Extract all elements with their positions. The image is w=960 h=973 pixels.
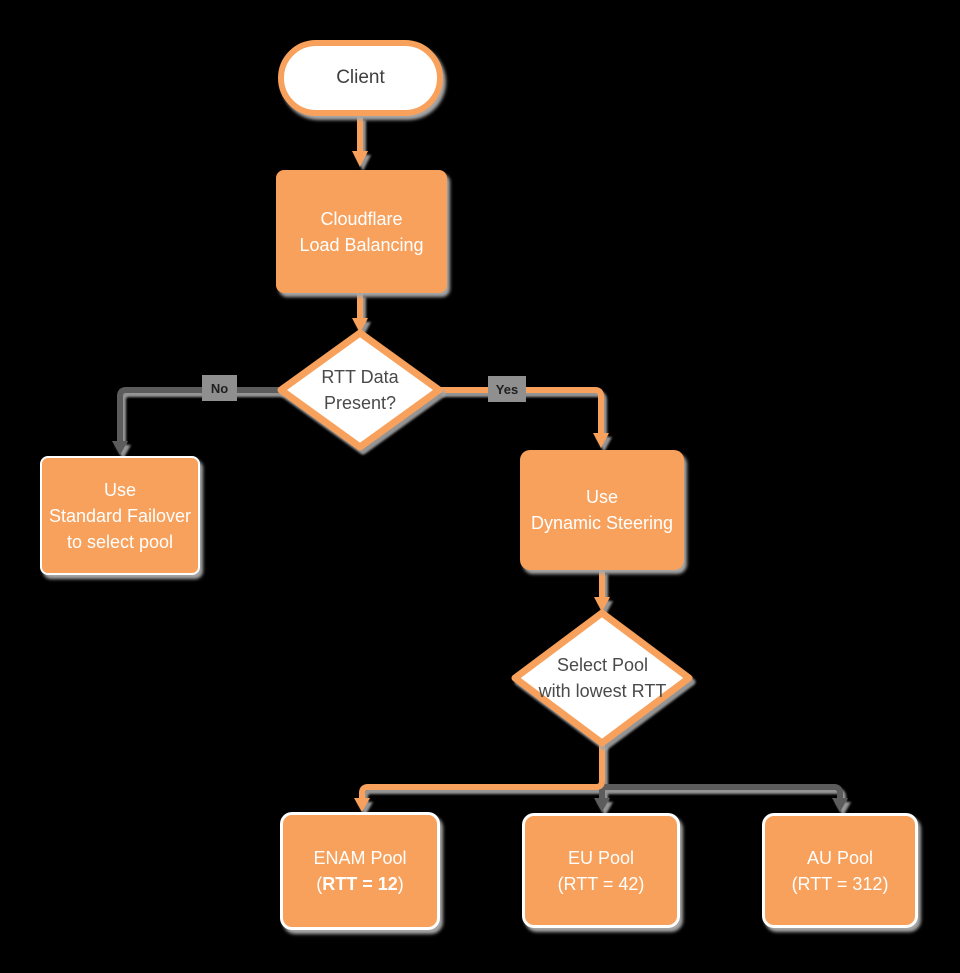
edge-no-arrowhead-icon [112, 441, 128, 455]
enam-rtt-close-paren: ) [397, 874, 404, 894]
decision-rtt-shape [277, 329, 443, 451]
edge-label-no-text: No [210, 380, 229, 396]
au-pool-label: AU Pool (RTT = 312) [792, 845, 889, 897]
eu-pool-rtt: (RTT = 42) [557, 873, 645, 894]
edge-yes-path [439, 387, 604, 433]
node-eu-pool: EU Pool (RTT = 42) [522, 813, 680, 928]
dynamic-steering-label: Use Dynamic Steering [530, 487, 674, 533]
client-label: Client [336, 67, 385, 88]
node-enam-pool: ENAM Pool (RTT = 12) [280, 812, 440, 930]
edge-no-path [117, 387, 281, 441]
select-pool-text: Select Pool with lowest RTT [538, 655, 667, 701]
edge-au-arrowhead-icon [832, 798, 848, 812]
edge-label-yes-badge: Yes [488, 376, 526, 402]
node-au-pool: AU Pool (RTT = 312) [762, 813, 918, 928]
enam-pool-name: ENAM Pool [313, 848, 407, 868]
decision-select-pool-shape [511, 609, 693, 747]
standard-failover-label: Use Standard Failover to select pool [48, 479, 192, 552]
node-load-balancing: Cloudflare Load Balancing [276, 170, 447, 293]
decision-select-pool-label: Select Pool with lowest RTT [515, 613, 690, 743]
edge-label-yes-text: Yes [495, 381, 519, 397]
node-client: Client [278, 40, 443, 116]
edge-enam-path [359, 743, 605, 798]
edge-enam-arrowhead-icon [354, 798, 370, 812]
edge-client-lb-arrowhead-icon [352, 151, 368, 167]
rtt-decision-text: RTT Data Present? [321, 367, 399, 413]
eu-pool-name: EU Pool [567, 847, 635, 868]
decision-rtt-label: RTT Data Present? [281, 333, 439, 447]
enam-pool-rtt: (RTT = 12) [313, 871, 406, 897]
node-standard-failover: Use Standard Failover to select pool [40, 456, 200, 575]
eu-pool-label: EU Pool (RTT = 42) [558, 845, 645, 897]
edge-yes-arrowhead-icon [593, 433, 609, 448]
edge-au-path [602, 784, 843, 798]
enam-rtt-open-paren: ( [316, 874, 323, 894]
node-dynamic-steering: Use Dynamic Steering [520, 450, 684, 570]
edge-label-no-badge: No [202, 375, 237, 401]
enam-rtt-value: RTT = 12 [322, 874, 398, 894]
au-pool-name: AU Pool [806, 847, 874, 868]
load-balancing-label: Cloudflare Load Balancing [299, 208, 424, 255]
edge-lb-rtt-arrowhead-icon [352, 318, 368, 333]
edge-eu-arrowhead-icon [594, 798, 610, 812]
au-pool-rtt: (RTT = 312) [791, 873, 889, 894]
edge-dynamic-select-arrowhead-icon [594, 597, 610, 612]
enam-pool-label: ENAM Pool (RTT = 12) [313, 845, 406, 897]
